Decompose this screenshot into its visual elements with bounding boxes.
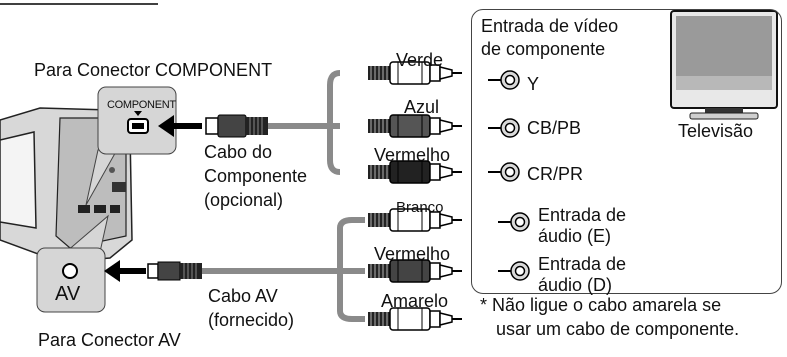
component-cable-label-1: Cabo do [204, 142, 273, 162]
video-input-title-2: de componente [481, 39, 606, 59]
av-cable-plug [147, 261, 202, 281]
footnote-line-2: usar um cabo de componente. [496, 319, 740, 339]
av-cable-label-2: (fornecido) [208, 310, 295, 330]
component-jack-triangle [134, 111, 142, 116]
component-jack-label: COMPONENT [107, 99, 176, 111]
av-jack-port [62, 263, 78, 279]
port-label-cr: CR/PR [527, 164, 584, 184]
rca-plug-green [368, 61, 462, 85]
port-label-audio-r-1: Entrada de [538, 254, 627, 274]
component-cable-plug [205, 114, 268, 138]
plug-label-red-audio: Vermelho [374, 244, 451, 264]
component-cable-branches [327, 70, 341, 175]
rca-plugs [368, 61, 462, 331]
port-audio-left-jack-icon [498, 212, 530, 232]
port-cb-jack-icon [488, 118, 520, 138]
port-label-y: Y [527, 74, 540, 94]
arrow-left-icon [104, 115, 202, 282]
port-label-cb: CB/PB [527, 118, 582, 138]
av-jack-label: AV [55, 283, 81, 305]
plug-label-blue: Azul [404, 97, 440, 117]
rca-plug-white [368, 208, 462, 232]
television-label: Televisão [678, 121, 754, 141]
port-cr-jack-icon [488, 162, 520, 182]
component-connector-title: Para Conector COMPONENT [34, 60, 273, 80]
component-cable-label-3: (opcional) [204, 190, 284, 210]
port-label-audio-l-1: Entrada de [538, 205, 627, 225]
tv-input-ports [488, 70, 530, 281]
rca-plug-red-audio [368, 259, 462, 283]
rca-plug-red-component [368, 160, 462, 184]
video-input-title-1: Entrada de vídeo [481, 16, 619, 36]
footnote: * Não ligue o cabo amarela se usar um ca… [480, 293, 739, 341]
port-label-audio-l-2: áudio (E) [538, 226, 612, 246]
footnote-line-1: * Não ligue o cabo amarela se [480, 295, 722, 315]
av-jack-panel [36, 247, 106, 313]
rca-plug-yellow [368, 307, 462, 331]
television-icon [670, 10, 778, 120]
port-y-jack-icon [488, 70, 520, 90]
tv-input-panel [471, 9, 782, 294]
port-audio-right-jack-icon [498, 261, 530, 281]
av-cable-label-1: Cabo AV [208, 286, 278, 306]
plug-label-green: Verde [396, 50, 444, 70]
plug-label-yellow: Amarelo [381, 291, 449, 311]
rca-plug-blue [368, 114, 462, 138]
port-label-audio-r-2: áudio (D) [538, 275, 613, 295]
component-cable-label-2: Componente [204, 166, 308, 186]
av-connector-title: Para Conector AV [38, 330, 181, 350]
plug-label-white: Branco [396, 199, 444, 216]
plug-label-red-component: Vermelho [374, 145, 451, 165]
av-cable-branches [337, 217, 365, 322]
